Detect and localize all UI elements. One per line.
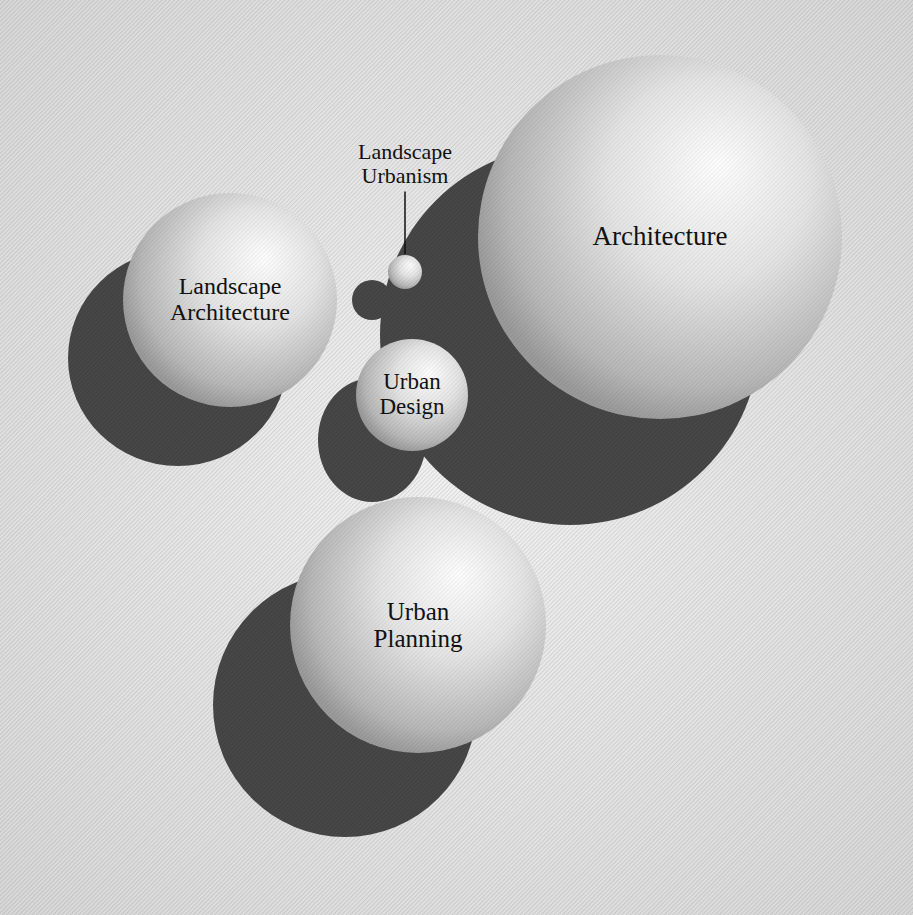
sphere-node: Architecture bbox=[478, 55, 842, 419]
sphere-node: Urban Design bbox=[356, 339, 468, 451]
sphere-hatching bbox=[478, 55, 842, 419]
sphere bbox=[290, 497, 546, 753]
sphere-hatching bbox=[290, 497, 546, 753]
node-label: Landscape Architecture bbox=[148, 274, 313, 326]
node-label: Urban Design bbox=[364, 370, 460, 420]
sphere-node: Urban Planning bbox=[290, 497, 546, 753]
sphere-hatching bbox=[388, 255, 422, 289]
sphere bbox=[478, 55, 842, 419]
node-label: Urban Planning bbox=[356, 598, 481, 652]
node-label: Landscape Urbanism bbox=[346, 140, 464, 188]
sphere bbox=[356, 339, 468, 451]
small-sphere-node: Landscape Urbanism bbox=[345, 140, 465, 290]
sphere-hatching bbox=[356, 339, 468, 451]
node-label: Architecture bbox=[593, 222, 728, 251]
sphere-node: Landscape Architecture bbox=[123, 193, 337, 407]
sphere bbox=[388, 255, 422, 289]
sphere-hatching bbox=[123, 193, 337, 407]
sphere bbox=[123, 193, 337, 407]
leader-line bbox=[404, 192, 406, 255]
